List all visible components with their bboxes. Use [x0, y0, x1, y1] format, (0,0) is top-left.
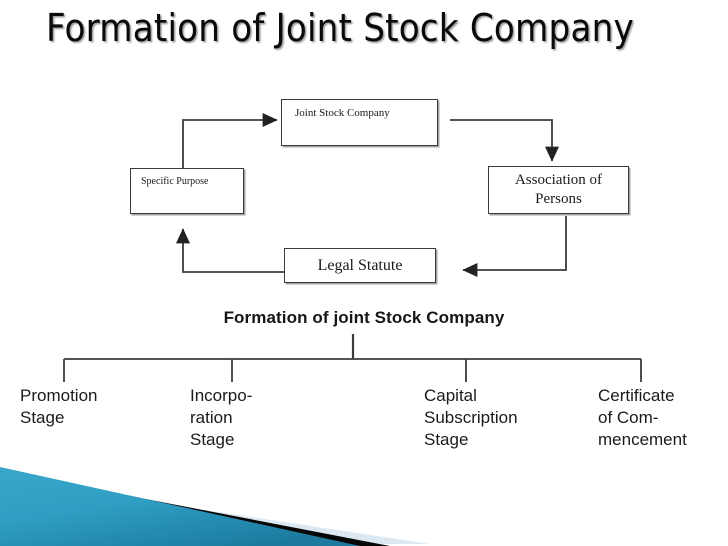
cycle-diagram: Joint Stock Company Association of Perso…: [130, 99, 629, 283]
tree-leaf-promotion-stage: Promotion Stage: [20, 386, 98, 427]
footer-bands: [0, 467, 430, 546]
connector-legal-to-specific: [175, 228, 284, 273]
tree-root-label: Formation of joint Stock Company: [223, 308, 505, 327]
tree-leaf-certificate-of-commencement: Certificate of Com- mencement: [598, 386, 687, 449]
connector-specific-to-jsc: [182, 112, 278, 168]
connector-association-to-legal: [462, 216, 567, 278]
node-joint-stock-company: Joint Stock Company: [281, 99, 438, 146]
tree-leaf-incorporation-stage: Incorpo- ration Stage: [190, 386, 253, 449]
connector-jsc-to-association: [450, 119, 560, 162]
node-association-of-persons: Association of Persons: [488, 166, 629, 214]
page-title: Formation of Joint Stock Company: [46, 6, 634, 50]
node-specific-purpose: Specific Purpose: [130, 168, 244, 214]
node-legal-statute: Legal Statute: [284, 248, 436, 283]
tree-connectors: [63, 334, 642, 382]
footer-band-teal: [0, 467, 360, 546]
node-association-label: Association of Persons: [514, 172, 603, 207]
cycle-connectors: [175, 112, 567, 278]
footer-decoration: [0, 451, 728, 546]
tree-leaf-capital-subscription-stage: Capital Subscription Stage: [424, 386, 518, 449]
